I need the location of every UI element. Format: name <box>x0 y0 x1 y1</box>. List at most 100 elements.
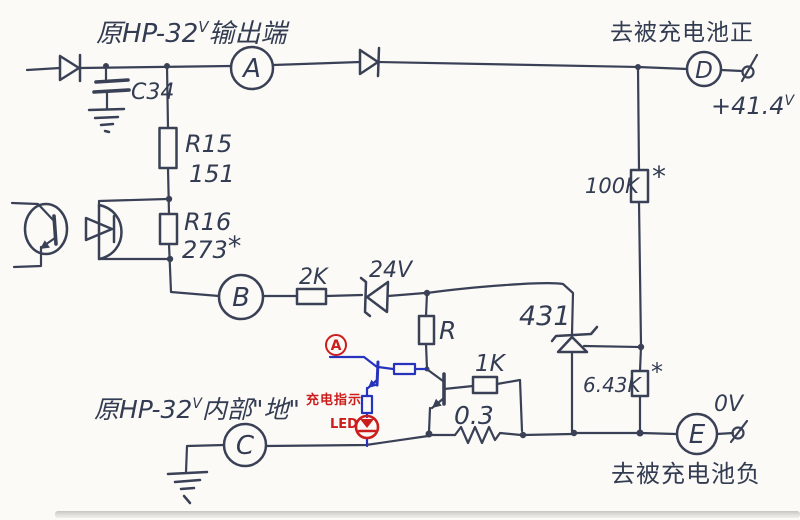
label-positive-voltage: +41.4V <box>711 92 796 120</box>
resistor-body <box>629 168 650 204</box>
junction <box>636 429 644 437</box>
terminal-slash <box>740 53 759 83</box>
resistor-100k <box>629 168 650 204</box>
meter-c-letter: C <box>236 431 255 461</box>
meter-d-letter: D <box>695 58 713 84</box>
terminal-negative <box>731 426 745 440</box>
meter-e-letter: E <box>689 420 706 450</box>
resistor-body <box>471 375 499 395</box>
junction <box>166 255 174 263</box>
resistor-body <box>158 126 178 170</box>
meter-circle <box>685 50 723 88</box>
zener-triangle <box>365 280 390 314</box>
resistor-643k <box>630 369 650 398</box>
label-zero-voltage: 0V <box>714 392 745 417</box>
label-0r3: 0.3 <box>454 401 494 430</box>
optocoupler <box>23 202 123 261</box>
circled-point-a <box>325 334 347 356</box>
junction <box>164 63 170 69</box>
tl431-triangle <box>556 335 589 354</box>
junction <box>423 289 431 297</box>
blue-annotation-circuit <box>328 355 428 448</box>
meter-b <box>217 273 265 321</box>
ground-symbol <box>87 107 126 134</box>
meter-circle <box>222 422 268 468</box>
zener-24v <box>359 276 390 318</box>
label-r16-value: 273* <box>182 231 241 264</box>
title-hp-output: 原HP-32V输出端 <box>96 18 291 49</box>
title-hp-ground: 原HP-32V内部"地" <box>94 395 300 424</box>
label-1k: 1K <box>475 351 507 377</box>
label-r15-value: 151 <box>189 160 235 188</box>
blue-resistor-body <box>360 394 374 415</box>
resistor-2k <box>295 287 328 306</box>
zener-bar <box>359 276 372 318</box>
red-annotation <box>325 334 380 440</box>
meter-c <box>166 422 268 505</box>
meter-circle <box>229 45 275 91</box>
resistor-r <box>417 314 436 346</box>
transistor-sense <box>432 372 446 408</box>
opto-transistor-circle <box>23 202 69 256</box>
meter-circle <box>217 273 265 321</box>
opto-emitter-arrow <box>40 240 50 249</box>
diode-triangle <box>358 48 380 76</box>
resistor-body <box>295 287 328 306</box>
led-circle <box>354 414 380 440</box>
scan-edge-artifact <box>55 511 800 518</box>
label-r16-name: R16 <box>184 208 231 236</box>
label-431: 431 <box>519 301 571 332</box>
shunt-regulator-431 <box>550 325 599 354</box>
junction-dots <box>103 63 645 439</box>
label-to-battery-positive: 去被充电池正 <box>610 20 754 46</box>
capacitor-c34 <box>87 78 131 134</box>
junction <box>637 343 645 351</box>
label-led: LED <box>330 417 358 432</box>
blue-transistor-bar <box>375 360 380 387</box>
terminal-positive <box>741 65 755 79</box>
label-charging-indicator: 充电指示 <box>306 392 362 408</box>
opto-transistor-bar <box>52 214 58 246</box>
resistor-0r3-zigzag <box>453 425 523 445</box>
diode-input <box>58 53 82 83</box>
meter-a-letter: A <box>241 54 261 84</box>
junction <box>425 430 433 438</box>
label-100k-mark: * <box>652 160 666 193</box>
label-100k: 100K <box>585 174 641 198</box>
junction <box>103 63 109 69</box>
ground-symbol <box>166 470 209 505</box>
meter-circle <box>675 412 719 456</box>
junction <box>635 64 641 70</box>
meter-d <box>685 50 759 88</box>
resistor-body <box>158 212 179 246</box>
diode-triangle <box>58 54 81 82</box>
blue-emitter-arrow <box>368 379 377 388</box>
resistor-r16 <box>158 212 179 246</box>
junction <box>165 195 173 203</box>
meter-b-letter: B <box>232 283 250 313</box>
junction <box>570 429 578 437</box>
label-643k: 6.43K <box>583 373 643 397</box>
meter-e <box>675 412 749 456</box>
label-to-battery-negative: 去被充电池负 <box>611 460 761 488</box>
label-24v: 24V <box>369 258 414 283</box>
emitter-arrow <box>432 398 442 408</box>
terminal-slash <box>729 419 749 444</box>
tl431-cathode-bar <box>550 325 599 343</box>
blue-resistor-body <box>392 362 417 376</box>
resistor-r15 <box>158 126 178 170</box>
cap-plate <box>94 78 130 84</box>
diode-bar <box>376 46 381 78</box>
diode-series <box>358 46 381 78</box>
label-2k: 2K <box>299 265 329 290</box>
cap-plate <box>92 88 131 94</box>
red-point-a-letter: A <box>331 338 342 354</box>
opto-led-dshape <box>97 203 123 261</box>
resistor-body <box>417 314 436 346</box>
label-r: R <box>439 316 456 345</box>
label-c34: C34 <box>131 80 174 105</box>
resistor-body <box>630 369 650 398</box>
label-643k-mark: * <box>651 358 663 386</box>
